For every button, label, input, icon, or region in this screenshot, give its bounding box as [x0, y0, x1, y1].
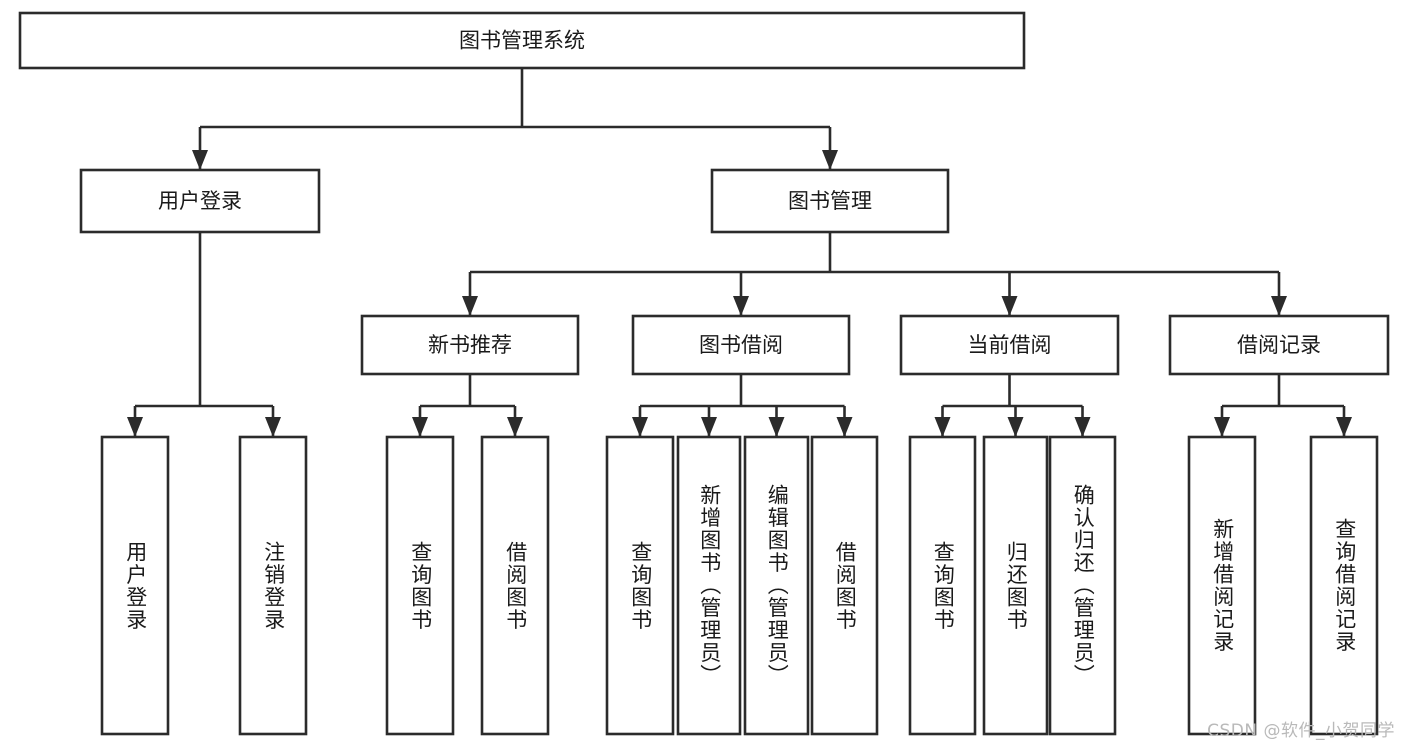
node-label-newbook: 新书推荐: [428, 333, 512, 357]
node-label-login: 用户登录: [158, 189, 242, 213]
node-label-records: 借阅记录: [1237, 333, 1321, 357]
node-leaf-query-book-3[interactable]: [908, 435, 977, 736]
arrow-head-icon: [1336, 417, 1352, 437]
node-leaf-add-record[interactable]: [1187, 435, 1257, 736]
arrow-head-icon: [412, 417, 428, 437]
node-box-newbook[interactable]: [360, 314, 580, 376]
arrow-head-icon: [127, 417, 143, 437]
edge-layer: [127, 68, 1352, 437]
node-box-leaf-query-record[interactable]: [1309, 435, 1379, 736]
arrow-head-icon: [632, 417, 648, 437]
node-newbook[interactable]: 新书推荐: [360, 314, 580, 376]
node-box-leaf-add-record[interactable]: [1187, 435, 1257, 736]
node-leaf-query-record[interactable]: [1309, 435, 1379, 736]
node-box-borrow[interactable]: [631, 314, 851, 376]
node-box-leaf-borrow-book-2[interactable]: [810, 435, 879, 736]
node-label-borrow: 图书借阅: [699, 333, 783, 357]
node-box-leaf-user-login[interactable]: [100, 435, 170, 736]
node-box-leaf-query-book-3[interactable]: [908, 435, 977, 736]
node-box-root[interactable]: [18, 11, 1026, 70]
node-box-leaf-query-book-2[interactable]: [605, 435, 675, 736]
node-box-current[interactable]: [899, 314, 1120, 376]
arrow-head-icon: [265, 417, 281, 437]
node-box-leaf-add-book[interactable]: [676, 435, 742, 736]
arrow-head-icon: [1074, 417, 1091, 437]
node-box-leaf-edit-book[interactable]: [743, 435, 810, 736]
node-leaf-borrow-book-1[interactable]: [480, 435, 550, 736]
arrow-head-icon: [768, 417, 785, 437]
node-box-leaf-borrow-book-1[interactable]: [480, 435, 550, 736]
node-leaf-query-book-1[interactable]: [385, 435, 455, 736]
node-records[interactable]: 借阅记录: [1168, 314, 1390, 376]
node-box-leaf-confirm-return[interactable]: [1048, 435, 1117, 736]
node-leaf-add-book[interactable]: [676, 435, 742, 736]
node-current[interactable]: 当前借阅: [899, 314, 1120, 376]
node-leaf-return-book[interactable]: [982, 435, 1049, 736]
node-root[interactable]: 图书管理系统: [18, 11, 1026, 70]
arrow-head-icon: [1271, 296, 1287, 316]
node-leaf-query-book-2[interactable]: [605, 435, 675, 736]
node-leaf-user-login[interactable]: [100, 435, 170, 736]
node-box-bookmgmt[interactable]: [710, 168, 950, 234]
node-box-leaf-query-book-1[interactable]: [385, 435, 455, 736]
node-leaf-borrow-book-2[interactable]: [810, 435, 879, 736]
node-login[interactable]: 用户登录: [79, 168, 321, 234]
node-label-bookmgmt: 图书管理: [788, 189, 872, 213]
arrow-head-icon: [1007, 417, 1024, 437]
node-box-records[interactable]: [1168, 314, 1390, 376]
arrow-head-icon: [934, 417, 951, 437]
arrow-head-icon: [701, 417, 717, 437]
node-leaf-confirm-return[interactable]: [1048, 435, 1117, 736]
arrow-head-icon: [1214, 417, 1230, 437]
node-box-leaf-logout[interactable]: [238, 435, 308, 736]
node-label-current: 当前借阅: [968, 333, 1052, 357]
arrow-head-icon: [822, 150, 838, 170]
node-box-login[interactable]: [79, 168, 321, 234]
node-leaf-logout[interactable]: [238, 435, 308, 736]
arrow-head-icon: [1001, 296, 1018, 316]
arrow-head-icon: [507, 417, 523, 437]
node-borrow[interactable]: 图书借阅: [631, 314, 851, 376]
node-label-root: 图书管理系统: [459, 29, 585, 53]
arrow-head-icon: [462, 296, 478, 316]
node-bookmgmt[interactable]: 图书管理: [710, 168, 950, 234]
arrow-head-icon: [733, 296, 749, 316]
arrow-head-icon: [192, 150, 208, 170]
watermark: CSDN @软件_小贺同学: [1207, 721, 1395, 741]
arrow-head-icon: [836, 417, 853, 437]
node-leaf-edit-book[interactable]: [743, 435, 810, 736]
node-box-leaf-return-book[interactable]: [982, 435, 1049, 736]
